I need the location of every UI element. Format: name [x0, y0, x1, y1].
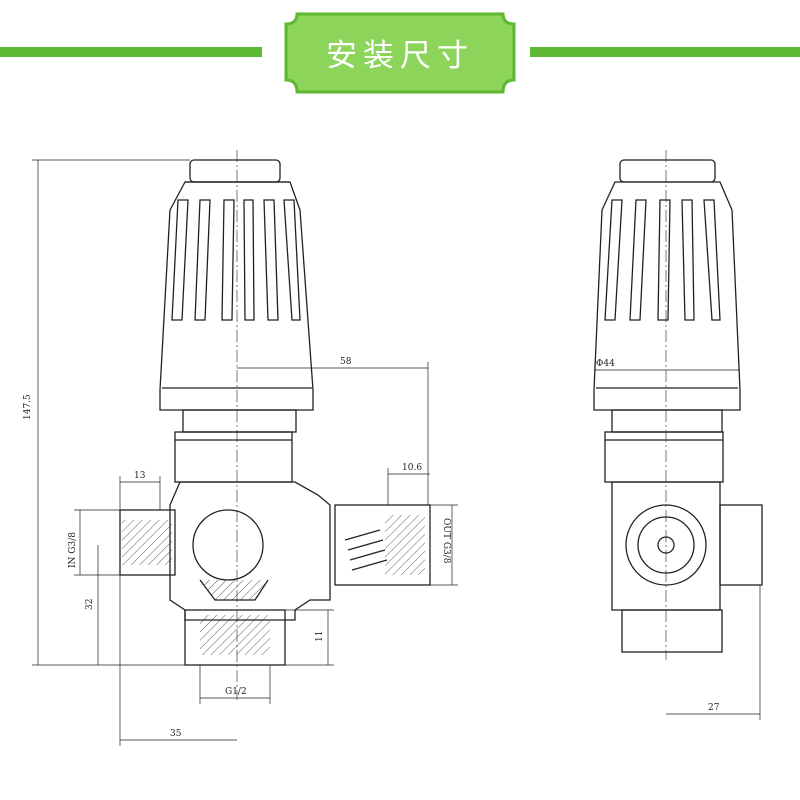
section-banner	[0, 12, 800, 94]
outlet-port	[334, 504, 431, 586]
spring	[344, 529, 388, 571]
dim-inlet-center: 32	[85, 599, 95, 610]
side-inlet-outer	[625, 504, 707, 586]
side-outlet	[719, 504, 763, 586]
dim-side-depth: 27	[708, 703, 720, 713]
inlet-port	[119, 509, 176, 576]
dim-bottom-port: G1/2	[225, 687, 247, 697]
side-bottom-port	[621, 609, 723, 653]
front-dimensions	[32, 159, 458, 746]
banner-line-left	[0, 47, 262, 57]
side-view	[593, 150, 763, 660]
knob-cap	[189, 159, 281, 183]
dim-outlet-depth: 10.6	[402, 463, 422, 473]
side-inlet-inner	[637, 516, 695, 574]
dim-bottom-port-height: 11	[315, 631, 325, 642]
dim-outlet-offset: 58	[340, 357, 352, 367]
side-dimensions	[594, 369, 761, 720]
neck	[182, 409, 297, 433]
knob-ribs	[171, 199, 301, 321]
side-knob-body	[593, 181, 741, 411]
bottom-port	[184, 609, 286, 666]
dim-inlet-to-center: 35	[170, 729, 182, 739]
banner-label-frame	[284, 12, 516, 94]
dim-knob-diameter: Φ44	[596, 359, 615, 369]
center-ball	[192, 509, 264, 581]
side-knob-cap	[619, 159, 716, 183]
dim-outlet-port: OUT G3/8	[441, 518, 451, 564]
dim-total-height: 147.5	[23, 394, 33, 420]
side-neck	[611, 409, 723, 433]
side-knob-ribs	[604, 199, 721, 321]
dim-top-width: 13	[134, 471, 146, 481]
front-view	[119, 150, 431, 700]
section-title: 安装尺寸	[326, 37, 474, 74]
knob-body	[159, 181, 314, 411]
dim-inlet-port: IN G3/8	[68, 532, 78, 568]
ball-seat	[199, 579, 269, 601]
banner-line-right	[530, 47, 800, 57]
